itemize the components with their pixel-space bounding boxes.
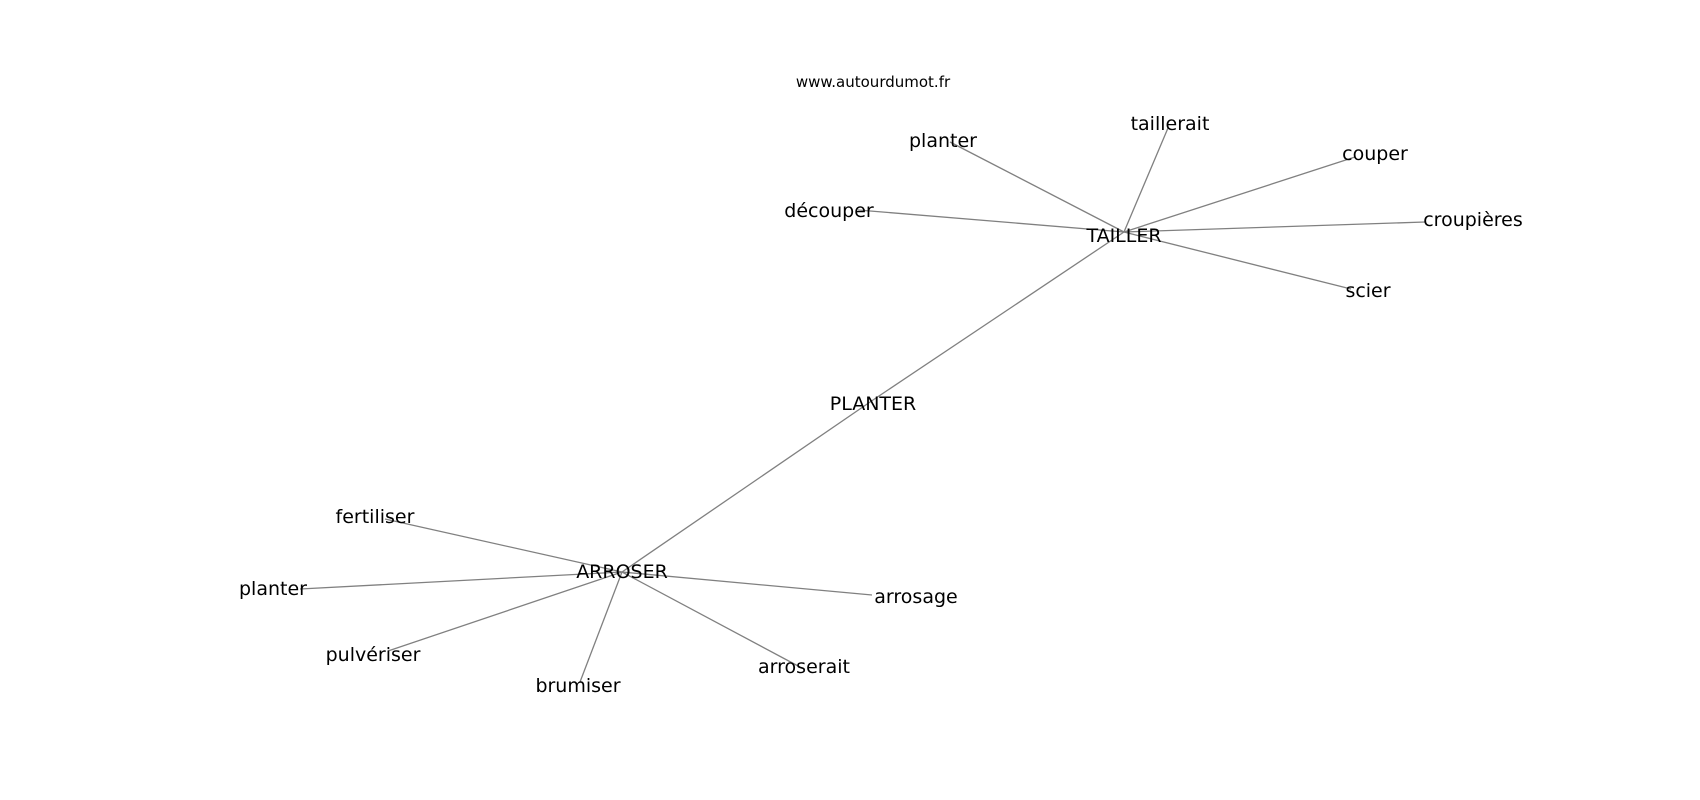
- edge-tailler-planter_center: [872, 231, 1125, 401]
- edge-arroser-a_pulveriser: [387, 571, 623, 652]
- node-label-t-couper: couper: [1342, 143, 1408, 165]
- edge-arroser-a_arrosage: [621, 571, 873, 596]
- node-label-t-croupieres: croupières: [1423, 209, 1523, 231]
- edge-tailler-t_couper: [1123, 156, 1356, 233]
- graph-edges: [299, 127, 1426, 683]
- edge-tailler-t_scier: [1123, 231, 1352, 290]
- node-label-a-pulveriser: pulvériser: [326, 644, 421, 666]
- graph-labels: PLANTER TAILLER ARROSER planter taillerait co…: [239, 113, 1523, 697]
- node-label-t-planter: planter: [909, 130, 977, 152]
- edge-arroser-a_arroserait: [621, 571, 801, 668]
- node-label-t-scier: scier: [1345, 280, 1390, 302]
- edge-arroser-a_brumiser: [579, 571, 623, 683]
- node-label-t-decouper: découper: [784, 200, 874, 222]
- edge-tailler-t_taillerait: [1123, 127, 1169, 233]
- node-label-a-fertiliser: fertiliser: [336, 506, 415, 528]
- edge-tailler-t_planter: [949, 141, 1125, 233]
- edge-planter_center-arroser: [621, 399, 874, 573]
- node-label-t-taillerait: taillerait: [1131, 113, 1210, 135]
- edge-arroser-a_planter: [299, 571, 623, 590]
- node-label-a-arrosage: arrosage: [874, 586, 957, 608]
- node-label-planter-center: PLANTER: [830, 393, 917, 415]
- node-label-arroser: ARROSER: [576, 561, 668, 583]
- edge-arroser-a_fertiliser: [384, 518, 623, 573]
- watermark-text: www.autourdumot.fr: [796, 73, 951, 91]
- node-label-a-arroserait: arroserait: [758, 656, 850, 678]
- node-label-a-planter: planter: [239, 578, 307, 600]
- node-label-a-brumiser: brumiser: [535, 675, 620, 697]
- node-label-tailler: TAILLER: [1085, 225, 1161, 247]
- edge-tailler-t_croupieres: [1123, 221, 1426, 233]
- edge-tailler-t_decouper: [857, 209, 1125, 233]
